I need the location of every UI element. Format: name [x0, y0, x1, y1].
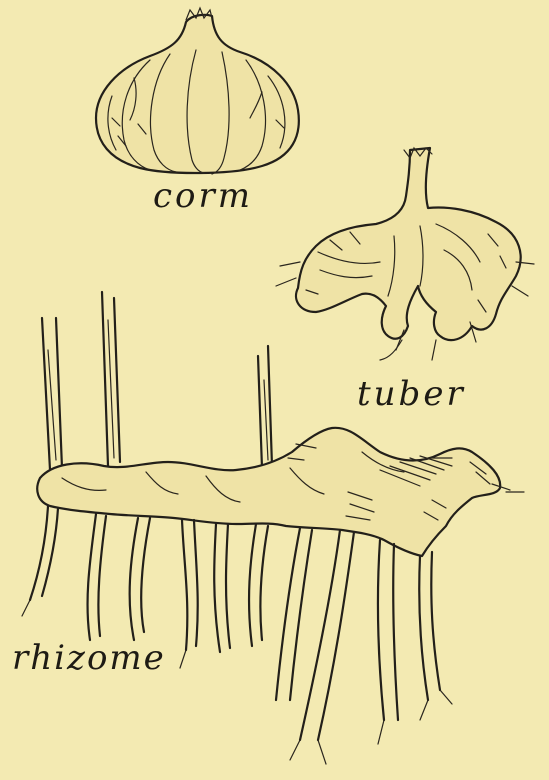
corm-label: corm	[153, 176, 253, 216]
tuber-label: tuber	[357, 374, 466, 414]
rhizome-drawing	[22, 292, 524, 764]
rhizome-label: rhizome	[12, 638, 166, 678]
tuber-drawing	[276, 148, 534, 360]
corm-drawing	[96, 8, 299, 174]
